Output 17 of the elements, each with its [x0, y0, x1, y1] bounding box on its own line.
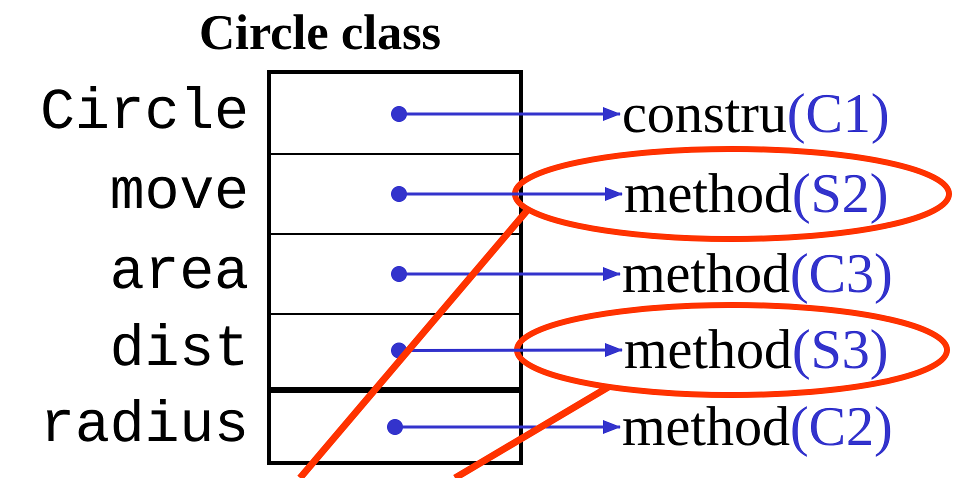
method-label: method(C3) — [622, 242, 893, 306]
pointer-arrow — [387, 419, 621, 435]
method-label: method(C2) — [622, 395, 893, 459]
pointer-arrow — [391, 186, 623, 202]
member-name: dist — [110, 322, 249, 380]
diagram-title: Circle class — [198, 3, 442, 62]
pointer-arrow — [391, 266, 621, 282]
pointer-arrow — [391, 106, 621, 122]
method-label: method(S2) — [624, 162, 888, 226]
pointer-arrow — [391, 342, 623, 358]
method-label: method(S3) — [624, 318, 888, 382]
method-label: constru(C1) — [622, 82, 890, 146]
member-name: move — [110, 165, 249, 223]
highlight-line — [297, 207, 531, 478]
member-name: radius — [40, 398, 249, 456]
member-name: Circle — [40, 84, 249, 142]
member-name: area — [110, 245, 249, 303]
